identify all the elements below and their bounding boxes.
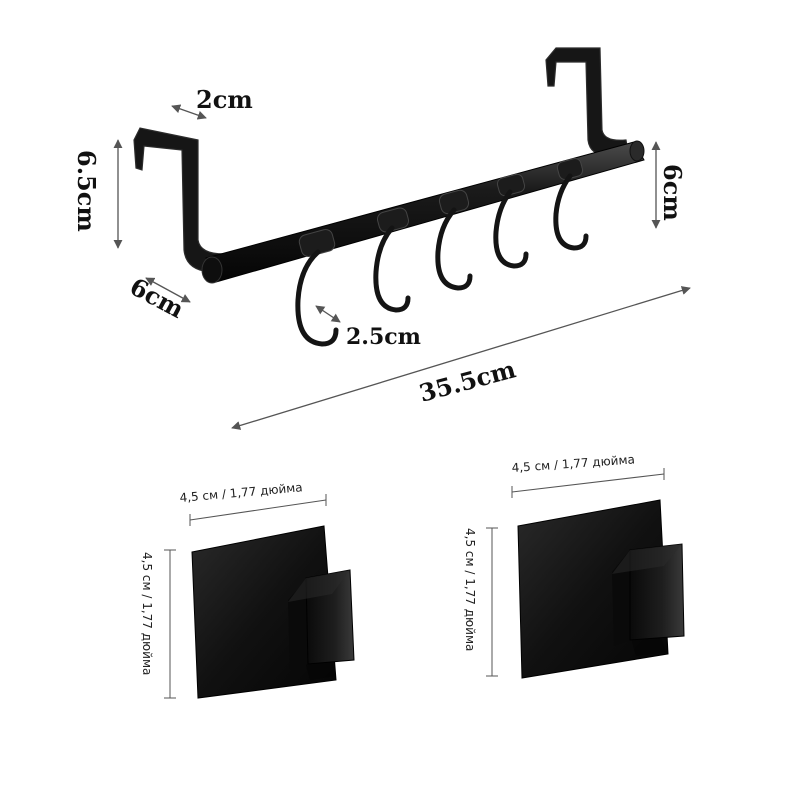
dim-line-top-depth	[171, 104, 207, 120]
adhesive-hook-2: 4,5 см / 1,77 дюйма 4,5 см / 1,77 дюйма	[463, 452, 685, 679]
right-door-bracket	[545, 47, 629, 157]
dim-line-hook-gap	[315, 305, 341, 323]
s-hook-3	[435, 189, 473, 291]
dim-line-base-depth	[145, 277, 191, 303]
dim-line-width	[189, 499, 327, 521]
over-door-rack	[133, 47, 645, 347]
dim-line-width	[511, 473, 665, 493]
s-hook-5	[553, 158, 589, 251]
dim-label-top-depth: 2cm	[196, 85, 253, 114]
bar-end-cap-left	[201, 256, 223, 284]
bar-end-cap-right	[629, 140, 645, 162]
dim-label-base-depth: 6cm	[125, 272, 189, 324]
s-hook-2	[373, 207, 411, 313]
dim-line-length	[231, 286, 691, 430]
s-hook-1	[295, 229, 339, 347]
hook-block-top	[612, 544, 682, 574]
dim-label-right-height: 6cm	[658, 164, 687, 221]
dim-label-height: 4,5 см / 1,77 дюйма	[140, 552, 154, 675]
dim-label-width: 4,5 см / 1,77 дюйма	[179, 480, 303, 505]
dim-label-width: 4,5 см / 1,77 дюйма	[511, 452, 635, 475]
adhesive-hook-1: 4,5 см / 1,77 дюйма 4,5 см / 1,77 дюйма	[140, 480, 355, 699]
dim-label-length: 35.5cm	[416, 354, 519, 407]
hook-block-top	[288, 570, 350, 602]
left-door-bracket	[133, 127, 227, 273]
dim-label-height: 6.5cm	[72, 150, 101, 232]
dim-label-hook-gap: 2.5cm	[346, 324, 421, 350]
hook-block-side	[612, 550, 630, 646]
s-hook-4	[493, 173, 529, 269]
dim-label-height: 4,5 см / 1,77 дюйма	[463, 528, 477, 651]
